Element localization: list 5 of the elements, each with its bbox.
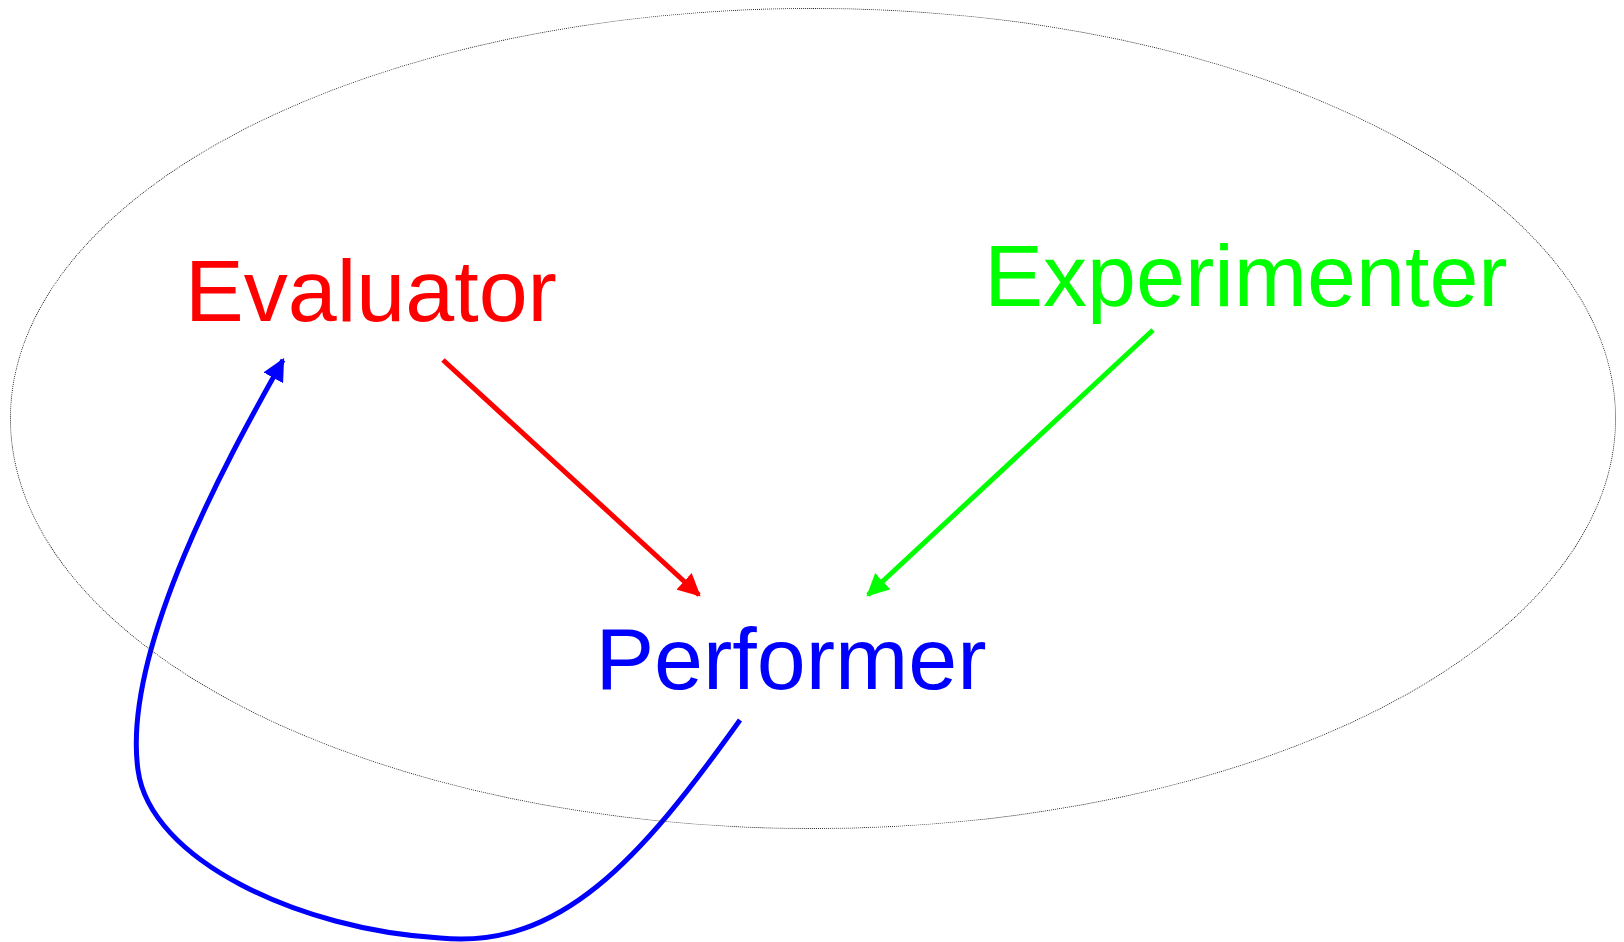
role-label: Evaluator [185, 247, 557, 335]
arrow [866, 328, 1155, 597]
arrow [441, 358, 701, 597]
role-label: Performer [595, 614, 987, 703]
arrow [134, 358, 743, 942]
